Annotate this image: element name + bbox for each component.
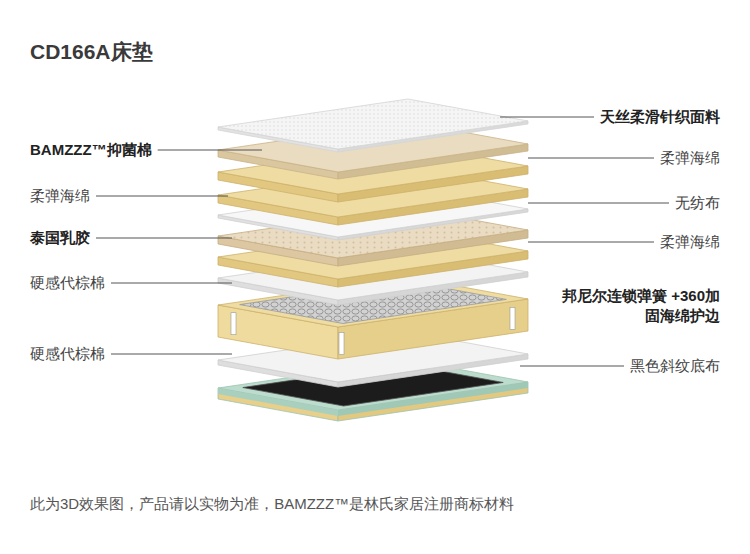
leader-line	[520, 366, 624, 367]
leader-line	[158, 150, 262, 151]
diagram-caption: 此为3D效果图，产品请以实物为准，BAMZZZ™是林氏家居注册商标材料	[30, 494, 514, 514]
layer-label: 硬感代棕棉	[30, 344, 105, 364]
leader-line	[528, 158, 654, 159]
layer-label: 泰国乳胶	[30, 228, 90, 248]
leader-line	[96, 196, 228, 197]
layer-label: 天丝柔滑针织面料	[600, 107, 720, 127]
leader-line	[111, 283, 232, 284]
leader-line	[528, 242, 654, 243]
layer-label: BAMZZZ™抑菌棉	[30, 140, 152, 160]
layer-label: 柔弹海绵	[30, 186, 90, 206]
diagram-title: CD166A床垫	[30, 38, 153, 65]
edge-post	[231, 313, 236, 335]
edge-post	[510, 307, 515, 329]
layer-label: 柔弹海绵	[660, 148, 720, 168]
leader-line	[500, 117, 594, 118]
edge-post	[339, 333, 344, 355]
layer-top	[218, 99, 528, 149]
layer-label: 邦尼尔连锁弹簧 +360加固海绵护边	[548, 286, 720, 325]
layer-label: 硬感代棕棉	[30, 273, 105, 293]
leader-line	[111, 354, 232, 355]
layer-label: 柔弹海绵	[660, 232, 720, 252]
leader-line	[528, 203, 669, 204]
layer-label: 无纺布	[675, 193, 720, 213]
layer-label: 黑色斜纹底布	[630, 356, 720, 376]
leader-line	[96, 238, 232, 239]
